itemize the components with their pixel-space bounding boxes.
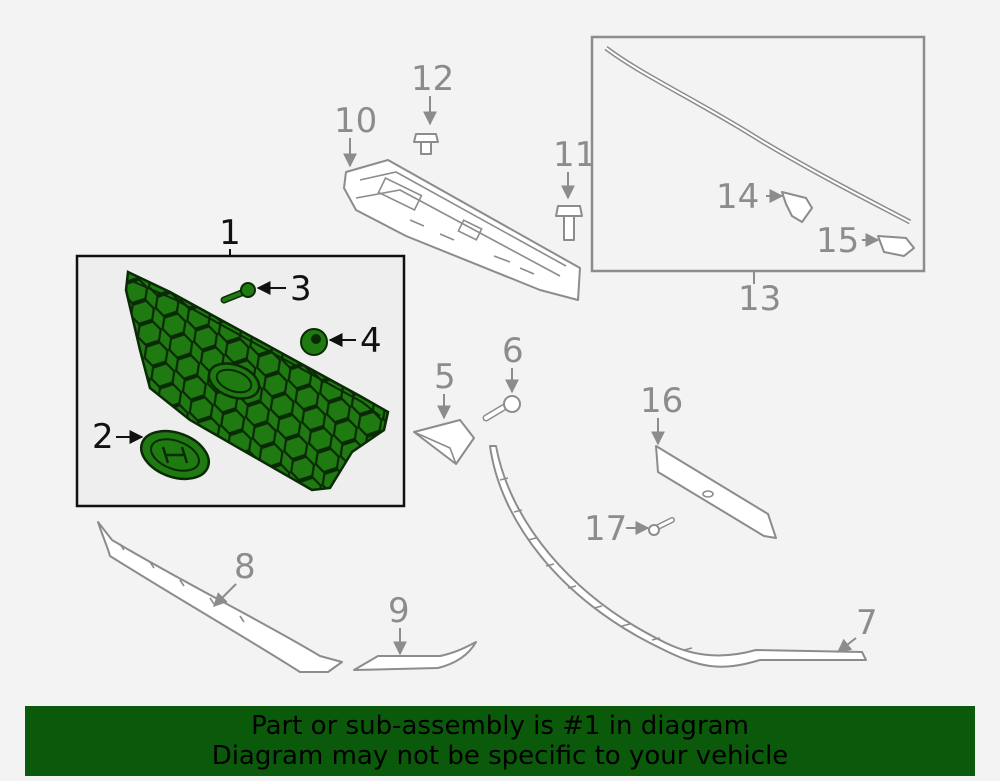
callout-16: 16 — [640, 381, 683, 421]
callout-2: 2 — [92, 417, 114, 457]
bracket-5[interactable] — [413, 419, 475, 465]
radiator-grille[interactable] — [124, 270, 390, 492]
callout-17: 17 — [584, 509, 627, 549]
callout-9: 9 — [388, 591, 410, 631]
banner-line-1: Part or sub-assembly is #1 in diagram — [251, 711, 749, 741]
callout-3: 3 — [290, 269, 312, 309]
callout-10: 10 — [334, 101, 377, 141]
upper-panel[interactable] — [343, 159, 581, 301]
clip-17[interactable] — [648, 517, 675, 536]
seal-box — [590, 35, 926, 273]
callout-13: 13 — [738, 279, 781, 319]
callout-12: 12 — [411, 59, 454, 99]
callout-15: 15 — [816, 221, 859, 261]
callout-14: 14 — [716, 177, 759, 217]
callout-6: 6 — [502, 331, 524, 371]
callout-11: 11 — [553, 135, 596, 175]
callout-4: 4 — [360, 321, 382, 361]
clip-15[interactable] — [877, 235, 915, 257]
nut[interactable] — [300, 328, 328, 356]
callout-5: 5 — [434, 357, 456, 397]
bolt-11[interactable] — [555, 205, 583, 241]
bumper-cover-7[interactable] — [489, 445, 867, 668]
callout-8: 8 — [234, 547, 256, 587]
callout-1: 1 — [219, 213, 241, 253]
bolt-12[interactable] — [413, 133, 439, 155]
clip-14[interactable] — [781, 191, 813, 223]
info-banner: Part or sub-assembly is #1 in diagram Di… — [25, 706, 975, 776]
absorber-16[interactable] — [655, 445, 777, 539]
molding-8[interactable] — [97, 521, 343, 673]
callout-7: 7 — [856, 603, 878, 643]
banner-line-2: Diagram may not be specific to your vehi… — [211, 741, 789, 771]
trim-9[interactable] — [353, 641, 477, 671]
bolt-6[interactable] — [482, 395, 521, 422]
hood-seal[interactable] — [604, 46, 912, 225]
screw[interactable] — [220, 282, 256, 304]
